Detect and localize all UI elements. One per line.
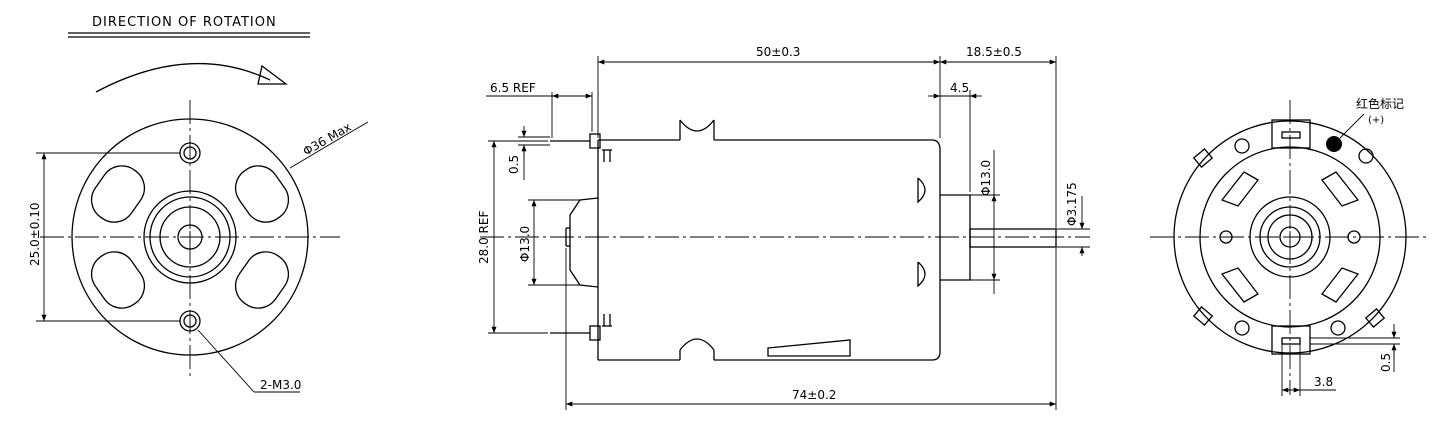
polarity-mark: [1326, 136, 1342, 152]
total-length-label: 74±0.2: [792, 388, 836, 402]
screw-label: 2-M3.0: [260, 378, 301, 392]
motor-body: [598, 139, 941, 361]
vent-slot: [90, 251, 146, 309]
rotation-arc: [95, 62, 271, 93]
terminal-slot-bottom: [1271, 325, 1311, 355]
shaft-diameter-label: Φ3.175: [1065, 182, 1079, 226]
terminal-thickness-label: 0.5: [507, 155, 521, 174]
rear-view: 红色标记 (+) 0.5 3.8: [1150, 96, 1430, 396]
rear-boss-diameter-label: Φ13.0: [518, 226, 532, 262]
body-length-label: 50±0.3: [756, 45, 800, 59]
vent-slot: [234, 165, 290, 223]
terminal-slot-top: [1271, 119, 1311, 149]
rotation-title: DIRECTION OF ROTATION: [92, 15, 277, 30]
boss-length-label: 4.5: [950, 81, 969, 95]
vent-slot: [90, 165, 146, 223]
label-wedge: [767, 339, 851, 357]
rotation-arrowhead: [257, 64, 288, 85]
rear-terminal-width-label: 3.8: [1314, 375, 1333, 389]
shaft-length-label: 18.5±0.5: [966, 45, 1022, 59]
side-view: 50±0.3 18.5±0.5 6.5 REF 4.5 0.5 28.0 REF…: [477, 45, 1090, 410]
polarity-sign: (+): [1368, 115, 1384, 126]
rear-outline-circle: [1173, 120, 1407, 354]
front-boss: [940, 194, 971, 281]
polarity-label: 红色标记: [1356, 96, 1404, 111]
front-boss-diameter-label: Φ13.0: [979, 160, 993, 196]
hole-spacing-label: 25.0±0.10: [28, 203, 42, 267]
motor-outline-circle: [71, 118, 309, 356]
terminal-span-label: 28.0 REF: [477, 211, 491, 264]
shaft: [969, 228, 1057, 248]
side-tab: [917, 177, 926, 204]
front-view: DIRECTION OF ROTATION 25.0±0.10: [28, 15, 369, 393]
rear-terminal-thickness-label: 0.5: [1379, 353, 1393, 372]
rear-boss: [569, 197, 599, 288]
body-notch-top: [679, 119, 715, 132]
side-tab: [917, 261, 926, 288]
vent-slot: [234, 251, 290, 309]
terminal-ref-label: 6.5 REF: [490, 81, 536, 95]
diameter-label: Φ36 Max: [301, 120, 354, 159]
